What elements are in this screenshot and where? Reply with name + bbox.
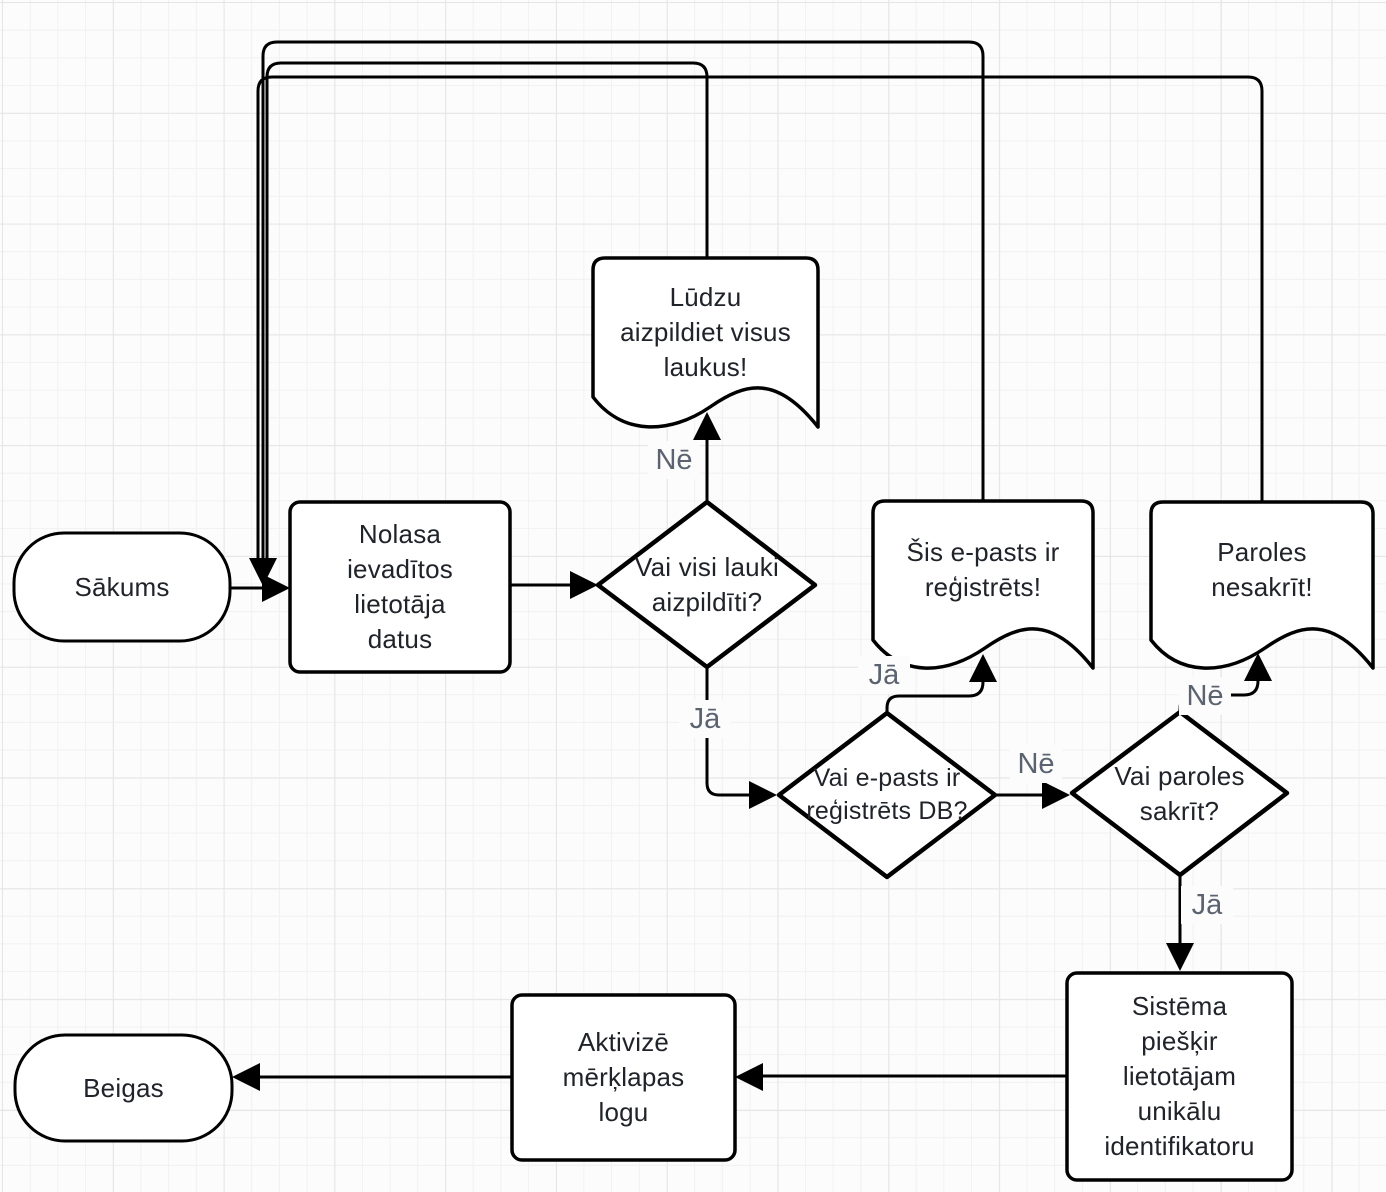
node-fill-fields-msg-shape[interactable] (591, 256, 820, 429)
arrowhead (1244, 653, 1272, 681)
edge-passwords-msg-to-read-input[interactable] (256, 75, 1264, 560)
arrowhead (249, 558, 277, 586)
arrowhead (1042, 781, 1070, 809)
arrowhead (735, 1063, 763, 1091)
node-end-shape[interactable] (13, 1033, 234, 1143)
node-read-input-shape[interactable] (288, 500, 512, 674)
node-email-registered-shape[interactable] (776, 710, 998, 880)
edge-passwords-match-no[interactable] (1178, 679, 1260, 712)
edge-fill-fields-msg-to-read-input[interactable] (265, 61, 709, 560)
arrowhead (969, 654, 997, 682)
arrowhead (693, 412, 721, 440)
arrowhead (1166, 943, 1194, 971)
arrowhead (749, 781, 777, 809)
node-email-exists-msg-shape[interactable] (871, 499, 1095, 670)
arrowhead (232, 1063, 260, 1091)
arrowhead (570, 571, 598, 599)
arrowhead (262, 574, 290, 602)
node-fields-filled-shape[interactable] (595, 499, 818, 670)
node-activate-window-shape[interactable] (510, 993, 737, 1162)
edge-email-registered-yes[interactable] (885, 680, 985, 713)
edge-email-exists-msg-to-read-input[interactable] (261, 40, 985, 560)
edge-fields-filled-yes[interactable] (705, 667, 753, 797)
node-passwords-msg-shape[interactable] (1149, 500, 1375, 670)
node-start-shape[interactable] (12, 531, 232, 643)
node-passwords-match-shape[interactable] (1069, 709, 1290, 878)
node-assign-id-shape[interactable] (1065, 971, 1294, 1182)
